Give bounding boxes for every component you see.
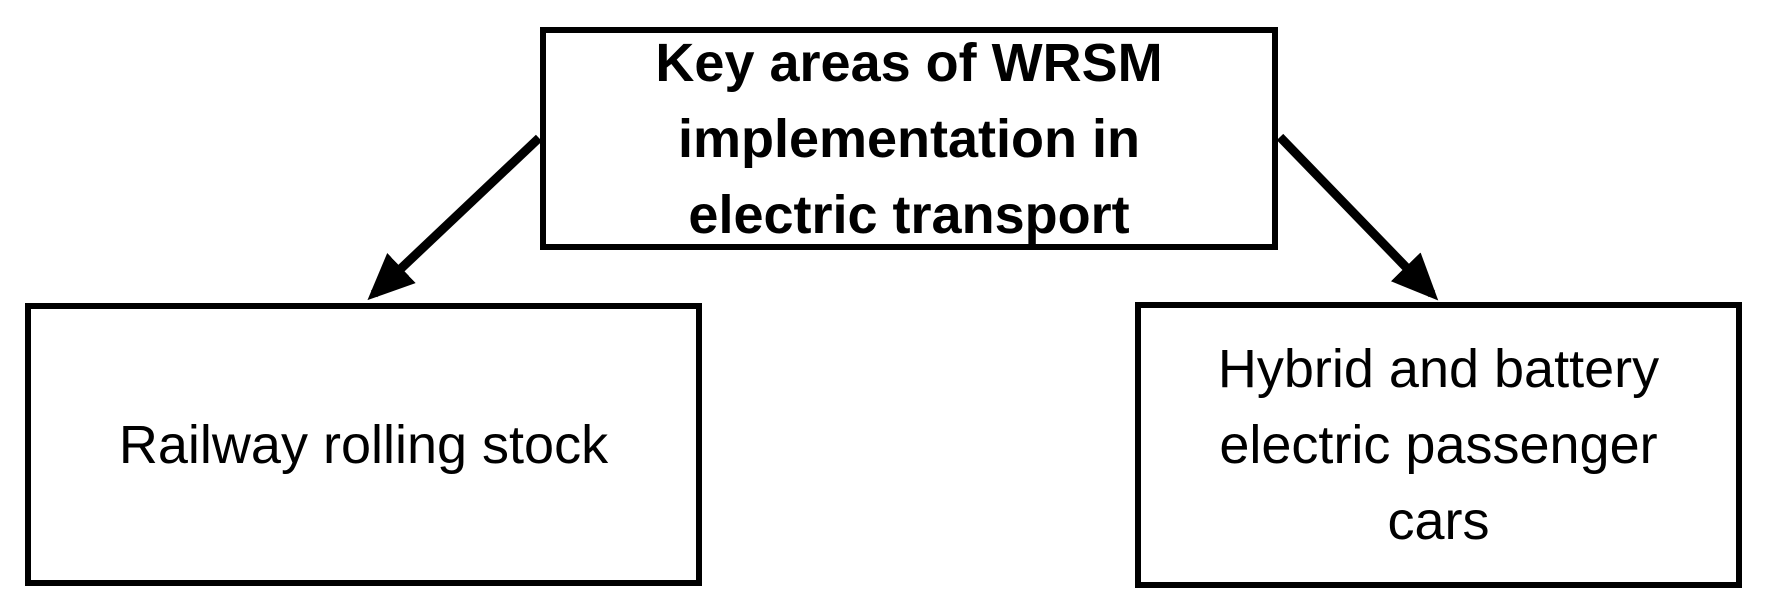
node-key-areas-line-2: implementation in (677, 108, 1141, 169)
node-key-areas: Key areas of WRSM implementation in elec… (540, 27, 1278, 250)
node-hybrid-line-2: electric passenger (1219, 415, 1658, 475)
node-hybrid-line-1: Hybrid and battery (1217, 339, 1660, 399)
node-railway-label: Railway rolling stock (118, 414, 609, 475)
node-key-areas-line-1: Key areas of WRSM (655, 32, 1163, 93)
node-railway-rolling-stock: Railway rolling stock (25, 303, 702, 586)
node-hybrid-line-3: cars (1387, 491, 1490, 551)
arrow-root-to-railway-icon (367, 134, 543, 301)
node-key-areas-line-3: electric transport (688, 184, 1130, 245)
node-hybrid-battery-cars: Hybrid and battery electric passenger ca… (1135, 302, 1742, 588)
arrow-root-to-hybrid-icon (1276, 133, 1439, 301)
